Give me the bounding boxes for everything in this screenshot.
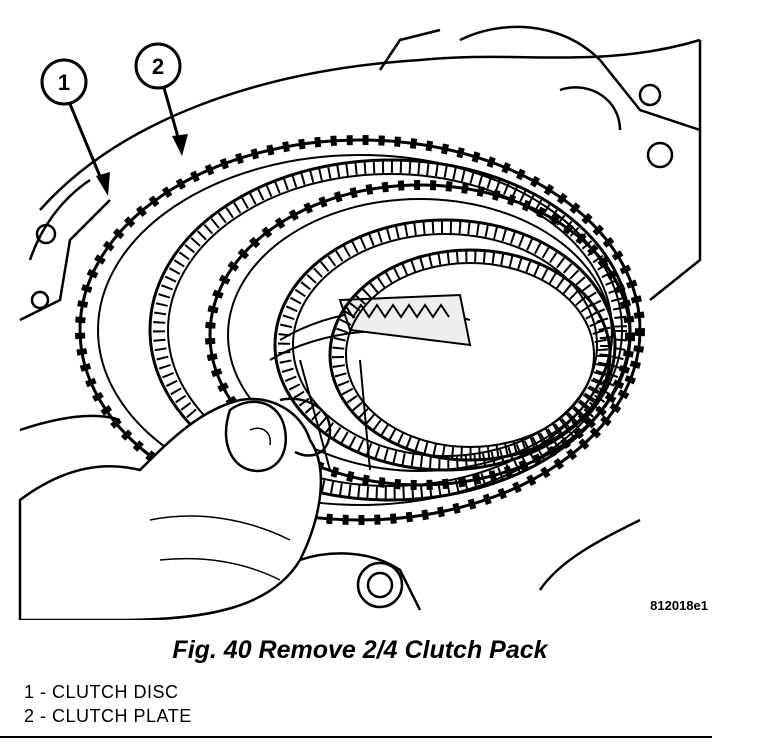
leader-line-2 — [162, 87, 182, 145]
legend-label: CLUTCH DISC — [52, 682, 179, 702]
callout-2-number: 2 — [152, 54, 164, 79]
hand — [18, 397, 332, 620]
legend-number: 2 — [24, 706, 35, 726]
legend-number: 1 — [24, 682, 35, 702]
hub-gear — [269, 293, 472, 471]
clutch-rings — [75, 135, 645, 525]
callout-1-number: 1 — [58, 70, 70, 95]
callout-2: 2 — [134, 42, 188, 156]
legend-label: CLUTCH PLATE — [52, 706, 192, 726]
leader-arrow-1 — [96, 172, 110, 196]
callout-2-circle — [134, 42, 182, 90]
figure-id: 812018e1 — [650, 598, 708, 613]
transmission-case — [19, 25, 702, 611]
leader-arrow-2 — [172, 134, 188, 156]
leader-line-1 — [68, 103, 106, 187]
legend-item-2: 2 - CLUTCH PLATE — [24, 704, 192, 728]
clutch-pack-illustration: 1 2 — [18, 25, 702, 620]
legend-separator: - — [34, 682, 53, 702]
callout-1: 1 — [40, 58, 110, 196]
callout-1-circle — [40, 58, 88, 106]
legend-separator: - — [34, 706, 53, 726]
legend: 1 - CLUTCH DISC 2 - CLUTCH PLATE — [24, 680, 192, 728]
legend-item-1: 1 - CLUTCH DISC — [24, 680, 192, 704]
bottom-rule — [0, 736, 712, 738]
figure-caption: Fig. 40 Remove 2/4 Clutch Pack — [172, 636, 548, 664]
